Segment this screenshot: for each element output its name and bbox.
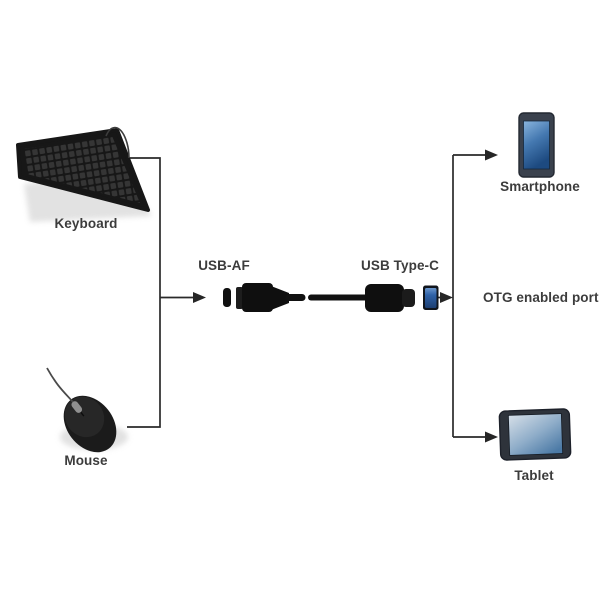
smartphone-label: Smartphone [500, 179, 580, 194]
usb-af-label: USB-AF [198, 258, 250, 273]
mouse-scroll-wheel [71, 401, 83, 413]
usb-type-c-label: USB Type-C [360, 258, 440, 273]
keyboard-icon [16, 126, 152, 222]
otg-enabled-port-label: OTG enabled port [483, 290, 599, 305]
keyboard-cable [105, 126, 130, 159]
tablet-icon [498, 408, 572, 461]
usb-a-plug-tip [223, 288, 231, 307]
tablet-screen [507, 413, 564, 456]
smartphone-icon [518, 112, 555, 178]
mouse-icon [46, 367, 128, 453]
usb3-port-icon [423, 285, 439, 310]
tablet-label: Tablet [514, 468, 554, 483]
smartphone-screen [523, 120, 550, 170]
keyboard-keys [24, 136, 140, 203]
keyboard-mouse-bracket-line [127, 157, 161, 428]
usb-af-connector-icon [236, 283, 289, 312]
otg-cable-icon [223, 283, 439, 312]
keyboard-label: Keyboard [54, 216, 118, 231]
mouse-cable [46, 367, 74, 403]
mouse-label: Mouse [64, 453, 108, 468]
usb-type-c-connector-icon [365, 284, 415, 312]
